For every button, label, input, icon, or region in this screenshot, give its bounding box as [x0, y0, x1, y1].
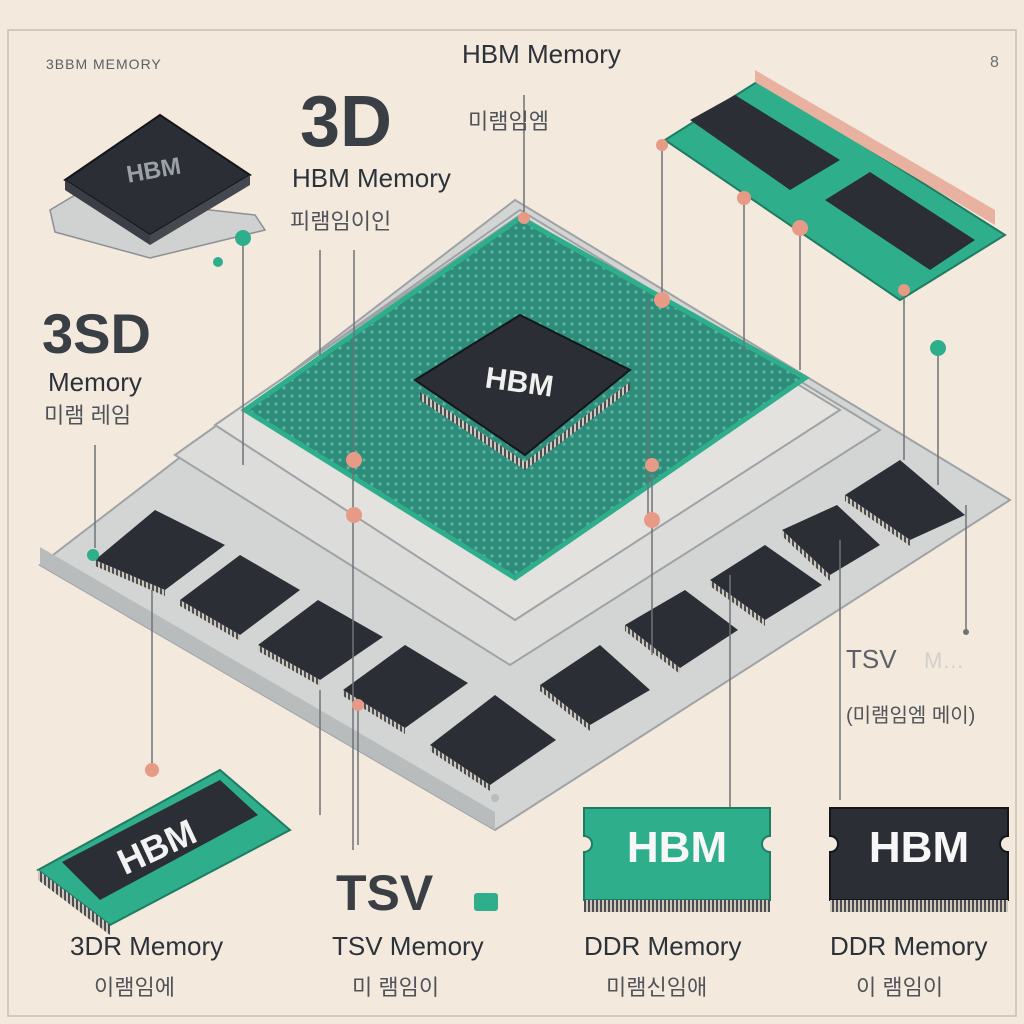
- center-hbm-chip: [413, 313, 632, 470]
- left-side-sub: Memory: [48, 367, 142, 397]
- tsv-right-faded: M…: [924, 648, 965, 673]
- caption-tsv: TSV Memory: [332, 931, 484, 961]
- top-right-modules: [663, 70, 1007, 302]
- caption-3dr: 3DR Memory: [70, 931, 224, 961]
- corner-label: 3BBM MEMORY: [46, 56, 162, 72]
- caption-ddr-1-korean: 미램신임애: [606, 975, 708, 1000]
- caption-tsv-korean: 미 램임이: [352, 975, 440, 1000]
- platform-chip-1: [95, 510, 225, 596]
- base-platform-edge: [40, 547, 495, 830]
- leader-lines: [94, 95, 967, 850]
- bottom-module-4: [829, 807, 1009, 912]
- bottom-module-4-label: HBM: [869, 823, 969, 872]
- bottom-module-3: [583, 807, 771, 912]
- platform-chip-6: [540, 645, 650, 731]
- platform-chip-2: [180, 555, 300, 641]
- left-title-big: 3D: [300, 82, 393, 162]
- left-side-korean: 미램 레임: [44, 403, 132, 428]
- connection-nodes: [87, 139, 969, 802]
- left-title-korean: 피램임이인: [290, 209, 392, 234]
- left-side-big: 3SD: [42, 302, 151, 365]
- bottom-module-1: [36, 768, 292, 935]
- caption-ddr-1: DDR Memory: [584, 931, 742, 961]
- bottom-module-2: [474, 893, 498, 911]
- platform-chip-5: [430, 695, 556, 791]
- bottom-module-2-label: TSV: [336, 865, 434, 921]
- tsv-right-korean: (미램임엠 메이): [846, 705, 976, 727]
- bottom-module-3-label: HBM: [627, 823, 727, 872]
- platform-chip-8: [710, 545, 822, 626]
- caption-ddr-2: DDR Memory: [830, 931, 988, 961]
- platform-chip-3: [258, 600, 383, 686]
- tsv-right-label: TSV: [846, 644, 897, 674]
- page-frame: [7, 29, 1017, 1017]
- top-left-chip: [49, 113, 267, 259]
- platform-chip-10: [845, 460, 965, 546]
- caption-ddr-2-korean: 이 램임이: [856, 975, 944, 1000]
- page-number: 8: [990, 54, 999, 71]
- top-title-korean: 미램임엠: [468, 109, 549, 134]
- left-title-sub: HBM Memory: [292, 163, 451, 193]
- platform-chip-9: [782, 505, 880, 581]
- top-title: HBM Memory: [462, 39, 621, 69]
- caption-3dr-korean: 이램임에: [94, 975, 175, 1000]
